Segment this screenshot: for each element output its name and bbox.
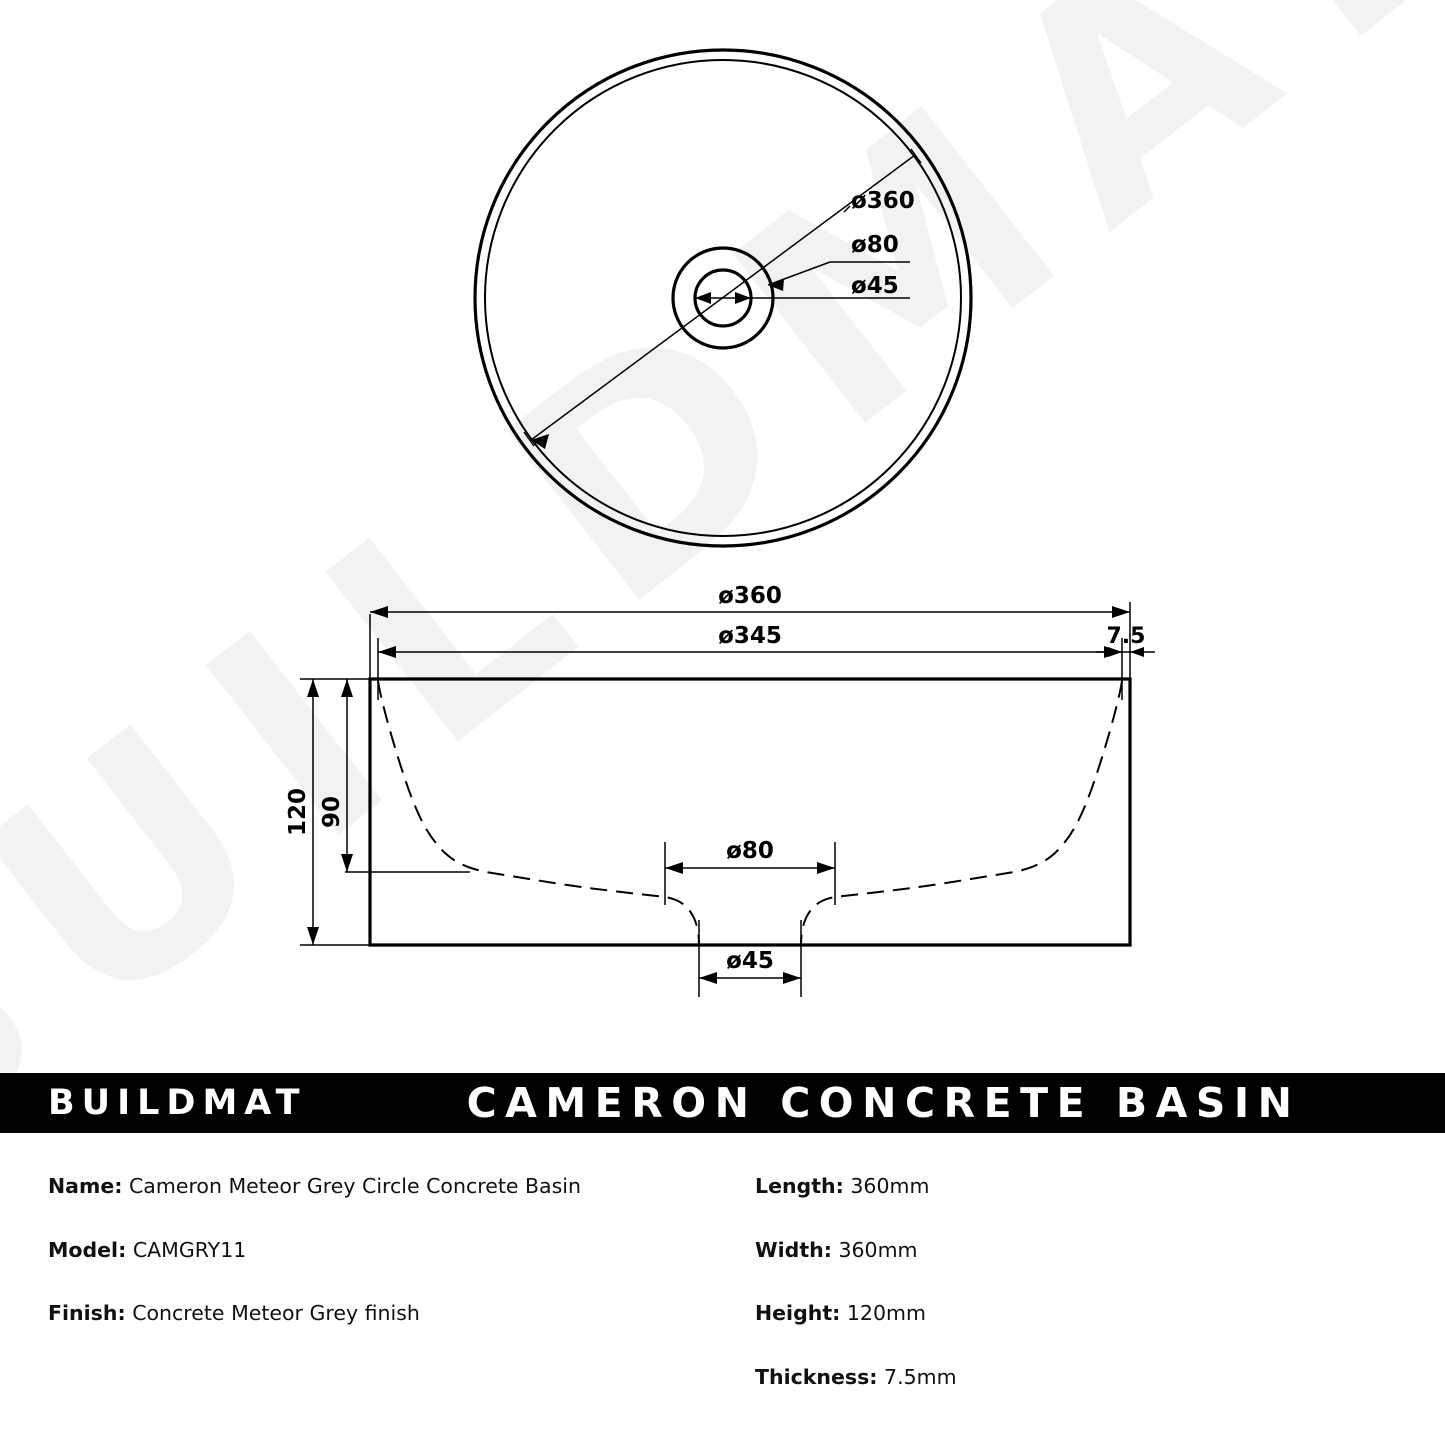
dim-label-waste-inner: ø45 [851,273,899,299]
top-view-group: ø360 ø80 ø45 [473,48,973,548]
spec-row-name: Name: Cameron Meteor Grey Circle Concret… [48,1175,688,1198]
dim-label-section-waste-dia: ø45 [726,948,774,974]
top-view-inner-circle [484,59,962,537]
product-title: CAMERON CONCRETE BASIN [466,1079,1301,1127]
spec-label-height: Height: [755,1301,841,1326]
dim-label-outer-diameter: ø360 [851,188,915,214]
spec-value-height: 120mm [846,1301,926,1326]
spec-row-finish: Finish: Concrete Meteor Grey finish [48,1302,688,1325]
section-outer-profile [368,677,1132,947]
dim-section-bowl-depth: 90 [319,679,470,873]
dim-label-section-bowl-depth: 90 [319,796,345,828]
spec-row-width: Width: 360mm [755,1237,1255,1262]
spec-label-thickness: Thickness: [755,1364,878,1389]
dim-label-section-overall-height: 120 [285,788,311,836]
spec-row-height: Height: 120mm [755,1302,1255,1325]
dim-section-overall-height: 120 [285,678,382,946]
section-bowl-profile-left [377,680,700,946]
spec-column-right: Length: 360mm Width: 360mm Height: 120mm… [755,1175,1255,1429]
spec-label-model: Model: [48,1237,127,1262]
spec-value-model: CAMGRY11 [132,1237,247,1262]
spec-label-length: Length: [755,1174,844,1198]
section-bowl-profile-right [800,680,1123,946]
spec-value-thickness: 7.5mm [884,1364,957,1389]
spec-row-length: Length: 360mm [755,1175,1255,1198]
section-view-group: ø360 ø345 7.5 [285,583,1155,997]
dim-label-section-bowl-base-dia: ø80 [726,838,774,864]
spec-label-width: Width: [755,1237,832,1262]
spec-value-name: Cameron Meteor Grey Circle Concrete Basi… [128,1174,581,1198]
spec-row-model: Model: CAMGRY11 [48,1237,688,1262]
dim-section-waste-dia: ø45 [698,920,802,997]
technical-drawing-svg: BUILDMAT ø360 [0,0,1445,1073]
dim-waste-inner: ø45 [695,273,910,304]
spec-label-finish: Finish: [48,1301,126,1326]
dim-waste-outer: ø80 [767,232,910,291]
technical-drawing-area: BUILDMAT ø360 [0,0,1445,1073]
dim-label-section-wall-thickness: 7.5 [1107,624,1146,649]
dim-section-wall-thickness: 7.5 [1096,624,1155,657]
dim-label-waste-outer: ø80 [851,232,899,258]
spec-value-width: 360mm [838,1237,918,1262]
spec-value-length: 360mm [850,1174,930,1198]
spec-row-thickness: Thickness: 7.5mm [755,1364,1255,1389]
specifications-area: Name: Cameron Meteor Grey Circle Concret… [0,1133,1445,1445]
top-view-outer-circle [473,48,973,548]
dim-label-section-overall-width: ø360 [718,583,782,609]
spec-value-finish: Concrete Meteor Grey finish [132,1301,420,1326]
spec-column-left: Name: Cameron Meteor Grey Circle Concret… [48,1175,688,1366]
dim-label-section-inner-width: ø345 [718,623,782,649]
title-bar: BUILDMAT CAMERON CONCRETE BASIN [0,1073,1445,1133]
dim-section-bowl-base-dia: ø80 [664,838,836,905]
dim-section-overall-width: ø360 [369,583,1131,700]
dim-section-inner-width: ø345 [377,623,1123,700]
spec-label-name: Name: [48,1174,123,1198]
brand-name: BUILDMAT [48,1083,307,1123]
